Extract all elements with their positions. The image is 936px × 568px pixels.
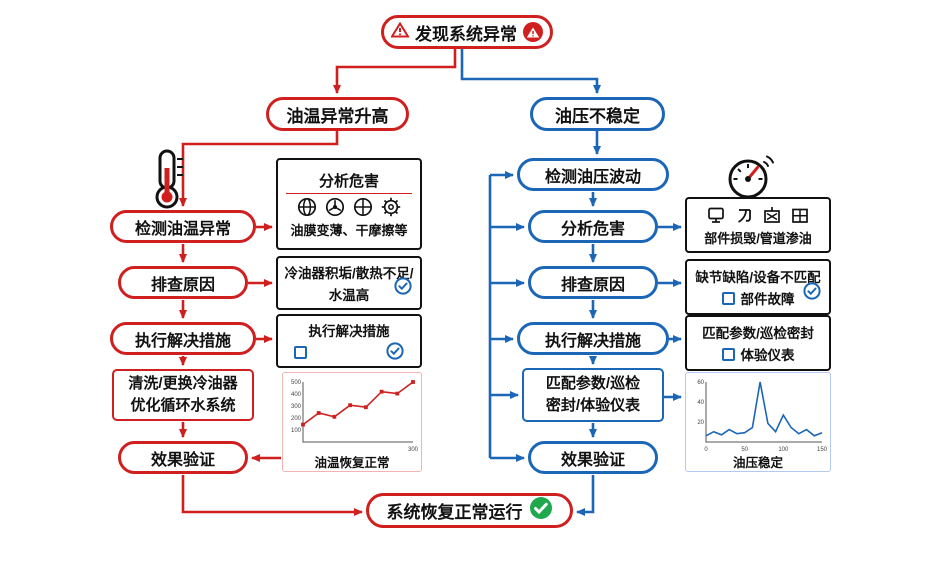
node-label: 检测油温异常 [134, 220, 231, 238]
chart-caption: 油压稳定 [732, 456, 783, 470]
checkbox-icon [721, 347, 735, 361]
node-hazard-analysis-right: 分析危害 [528, 210, 658, 243]
panel-execute-left: 执行解决措施 [276, 314, 422, 368]
oil-temp-chart: 100 200 300 400 500 300 [291, 380, 418, 453]
check-circle-icon [803, 282, 821, 305]
chart-caption: 油温恢复正常 [314, 456, 390, 470]
pressure-gauge-icon [724, 152, 774, 205]
svg-text:150: 150 [817, 447, 827, 453]
action-line: 密封/体验仪表 [545, 397, 641, 414]
node-label: 执行解决措施 [134, 332, 231, 350]
node-oil-pressure-unstable: 油压不稳定 [530, 97, 665, 131]
svg-text:40: 40 [697, 400, 704, 406]
checkbox-icon [294, 345, 307, 359]
action-line: 优化循环水系统 [130, 397, 236, 414]
panel-text: 缺节缺陷/设备不匹配 [695, 270, 821, 285]
svg-text:300: 300 [408, 447, 418, 453]
panel-text: 体验仪表 [740, 348, 795, 363]
bearing-icon [297, 197, 317, 216]
node-execute-solution-right: 执行解决措施 [517, 322, 669, 355]
alarm-icon [390, 21, 410, 43]
svg-text:100: 100 [778, 447, 789, 453]
seal-icon [353, 197, 373, 216]
oil-pressure-chart-panel: 20 40 60 0 50 100 150 油压稳定 [685, 372, 831, 472]
node-label: 发现系统异常 [415, 24, 517, 44]
node-system-recovered: 系统恢复正常运行 [366, 493, 573, 528]
node-label: 分析危害 [560, 220, 625, 238]
node-label: 油温异常升高 [286, 106, 389, 126]
check-circle-icon [394, 277, 412, 300]
svg-text:50: 50 [741, 447, 748, 453]
tank-icon [792, 208, 808, 223]
node-label: 效果验证 [560, 451, 625, 469]
node-label: 效果验证 [150, 451, 215, 469]
equipment-icon [708, 207, 724, 223]
thermometer-icon [148, 148, 186, 215]
fan-icon [325, 197, 345, 216]
panel-text: 匹配参数/巡检密封 [702, 326, 814, 341]
force-icon [738, 208, 751, 223]
panel-text: 冷油器积垢/散热不足/ [284, 266, 414, 281]
node-label: 排查原因 [560, 276, 625, 294]
oil-pressure-chart: 20 40 60 0 50 100 150 [697, 380, 827, 453]
check-circle-icon [386, 341, 404, 363]
action-line: 匹配参数/巡检 [545, 375, 641, 393]
svg-text:200: 200 [291, 416, 302, 422]
blue-connectors [460, 49, 682, 516]
node-oil-temp-rise: 油温异常升高 [266, 97, 409, 131]
node-verify-left: 效果验证 [118, 441, 248, 474]
node-action-left: 清洗/更换冷油器 优化循环水系统 [112, 369, 254, 421]
hazard-icons-right [705, 204, 811, 226]
panel-causes-right: 缺节缺陷/设备不匹配 部件故障 [685, 259, 831, 315]
node-investigate-cause-right: 排查原因 [528, 266, 658, 299]
panel-hazard-analysis-left: 分析危害 油膜变薄、干摩擦等 [276, 158, 422, 250]
panel-causes-left: 冷油器积垢/散热不足/ 水温高 [276, 256, 422, 310]
svg-text:100: 100 [291, 428, 302, 434]
svg-text:60: 60 [697, 380, 704, 386]
node-label: 执行解决措施 [544, 332, 641, 350]
valve-icon [764, 206, 780, 223]
panel-text: 水温高 [328, 288, 370, 303]
node-label: 排查原因 [150, 276, 215, 294]
svg-text:500: 500 [291, 380, 302, 386]
node-action-right: 匹配参数/巡检 密封/体验仪表 [522, 368, 664, 422]
gear-icon [381, 197, 401, 216]
node-verify-right: 效果验证 [528, 441, 658, 474]
node-label: 检测油压波动 [544, 168, 641, 186]
panel-title: 分析危害 [286, 170, 412, 194]
success-check-icon [529, 496, 553, 525]
node-investigate-cause-left: 排查原因 [118, 266, 248, 299]
node-label: 油压不稳定 [555, 106, 640, 126]
panel-caption: 部件损毁/管道渗油 [704, 230, 812, 246]
node-execute-solution-left: 执行解决措施 [110, 322, 256, 355]
panel-caption: 油膜变薄、干摩擦等 [290, 222, 408, 238]
svg-text:400: 400 [291, 392, 302, 398]
warning-badge-icon [523, 22, 543, 42]
node-system-anomaly: 发现系统异常 [381, 15, 553, 49]
panel-execute-right: 匹配参数/巡检密封 体验仪表 [685, 315, 831, 371]
node-detect-oil-temp: 检测油温异常 [110, 210, 256, 243]
panel-text: 部件故障 [740, 292, 795, 307]
hazard-icons-left [296, 196, 402, 218]
oil-temp-chart-panel: 100 200 300 400 500 300 油温恢复正常 [282, 372, 422, 472]
action-line: 清洗/更换冷油器 [128, 375, 238, 393]
svg-text:20: 20 [697, 420, 704, 426]
panel-hazard-right: 部件损毁/管道渗油 [685, 197, 831, 253]
panel-title: 执行解决措施 [308, 323, 390, 339]
node-detect-oil-pressure: 检测油压波动 [517, 158, 669, 191]
node-label: 系统恢复正常运行 [386, 503, 523, 522]
checkbox-icon [721, 291, 735, 305]
svg-text:300: 300 [291, 404, 302, 410]
svg-text:0: 0 [704, 447, 708, 453]
